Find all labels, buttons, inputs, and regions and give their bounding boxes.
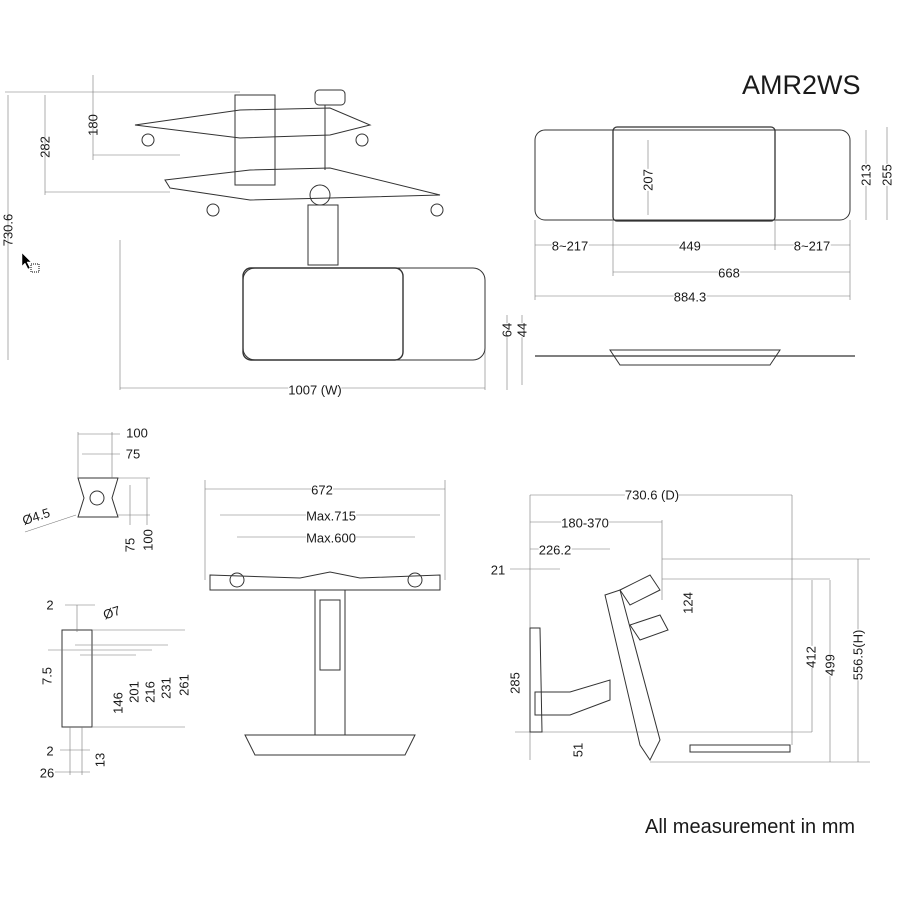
- dim-label: 499: [822, 654, 838, 676]
- dim-label: 282: [37, 136, 53, 158]
- dim-label: 44: [514, 322, 530, 338]
- dim-label: 75: [122, 537, 138, 553]
- dim-label: 75: [125, 446, 141, 462]
- dim-label: 201: [126, 681, 142, 703]
- dim-label: 180: [85, 114, 101, 136]
- dim-label: 51: [570, 742, 586, 758]
- vesa-plate-drawing: [24, 432, 150, 533]
- dim-label: 2: [46, 597, 54, 613]
- dim-label: Max.715: [306, 508, 356, 524]
- keyboard-tray-top-drawing: [534, 126, 888, 300]
- dim-label: 730.6 (D): [624, 487, 680, 503]
- dim-label: 13: [92, 752, 108, 768]
- side-view-drawing: [510, 494, 870, 763]
- dim-label: 2: [46, 743, 54, 759]
- cursor-icon: [21, 252, 40, 273]
- dim-label: 124: [680, 592, 696, 614]
- units-note: All measurement in mm: [645, 816, 856, 838]
- dim-label: 26: [39, 765, 55, 781]
- dim-label: 100: [126, 425, 148, 441]
- dim-label: 21: [490, 562, 506, 578]
- keyboard-tray-side-drawing: [506, 315, 855, 390]
- top-view-drawing: [5, 75, 486, 390]
- dim-label: 8~217: [551, 238, 589, 254]
- dim-label: 216: [142, 681, 158, 703]
- dim-label: 884.3: [673, 289, 707, 305]
- dim-label: 207: [640, 169, 656, 191]
- dim-label: 449: [679, 238, 701, 254]
- dim-label: 213: [858, 164, 874, 186]
- dim-label: 412: [803, 646, 819, 668]
- dim-label: 226.2: [538, 542, 572, 558]
- dim-label: 231: [158, 677, 174, 699]
- dim-label: 8~217: [793, 238, 831, 254]
- dim-label: 100: [140, 529, 156, 551]
- dim-label: Max.600: [306, 530, 356, 546]
- dim-label: 668: [718, 265, 740, 281]
- mount-bracket-drawing: [48, 604, 185, 775]
- dim-label: 672: [311, 482, 333, 498]
- dim-label: 261: [176, 674, 192, 696]
- dim-label: 556.5(H): [850, 629, 866, 681]
- dim-label: 285: [507, 672, 523, 694]
- dim-label: 7.5: [39, 666, 55, 686]
- dim-label: 64: [499, 322, 515, 338]
- dim-label: 255: [879, 164, 895, 186]
- dim-label: 730.6: [0, 213, 16, 247]
- model-title: AMR2WS: [742, 70, 861, 100]
- dim-label: 180-370: [561, 515, 609, 531]
- dim-label: 1007 (W): [288, 382, 342, 398]
- dim-label: 146: [110, 692, 126, 714]
